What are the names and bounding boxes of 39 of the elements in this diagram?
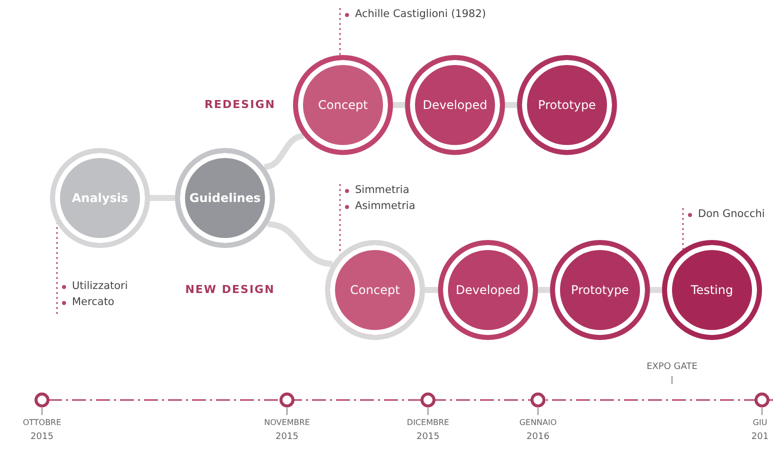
leader-line	[56, 224, 58, 314]
stage-label: Concept	[318, 98, 368, 112]
connector-band	[538, 287, 550, 293]
bullet-note: Achille Castiglioni (1982)	[345, 8, 486, 20]
stage-label: Prototype	[538, 98, 596, 112]
month-label: GIU	[752, 418, 768, 427]
month-label: GENNAIO	[519, 418, 557, 427]
bullet-note: Simmetria	[345, 184, 416, 196]
connector-band	[425, 287, 438, 293]
connector-band	[267, 221, 333, 267]
bullet-note: Don Gnocchi	[688, 208, 765, 220]
bullet-note: Mercato	[62, 296, 128, 308]
year-label: 2015	[416, 432, 440, 442]
stage-label: Developed	[422, 98, 488, 112]
year-label: 201	[751, 432, 769, 442]
connector-band	[150, 195, 175, 201]
stage-label: Analysis	[72, 191, 128, 205]
bullet-note: Utilizzatori	[62, 280, 128, 292]
stage-label: Guidelines	[189, 191, 261, 205]
year-label: 2016	[526, 432, 550, 442]
leader-line	[339, 8, 341, 56]
stage-label: Concept	[350, 283, 400, 297]
connector-band	[650, 287, 662, 293]
branch-label: REDESIGN	[204, 98, 276, 111]
event-label: EXPO GATE	[646, 362, 698, 372]
stage-label: Testing	[690, 283, 734, 297]
year-label: 2015	[30, 432, 54, 442]
branch-label: NEW DESIGN	[185, 283, 275, 296]
stage-label: Developed	[456, 283, 520, 297]
connector-band	[264, 132, 304, 170]
month-label: DICEMBRE	[406, 418, 450, 427]
leader-line	[682, 208, 684, 250]
month-label: OTTOBRE	[22, 418, 62, 427]
stage-label: Prototype	[571, 283, 629, 297]
bullet-note: Asimmetria	[345, 200, 416, 212]
year-label: 2015	[276, 432, 298, 442]
month-label: NOVEMBRE	[264, 418, 310, 427]
connector-band	[393, 102, 405, 108]
connector-band	[505, 102, 517, 108]
